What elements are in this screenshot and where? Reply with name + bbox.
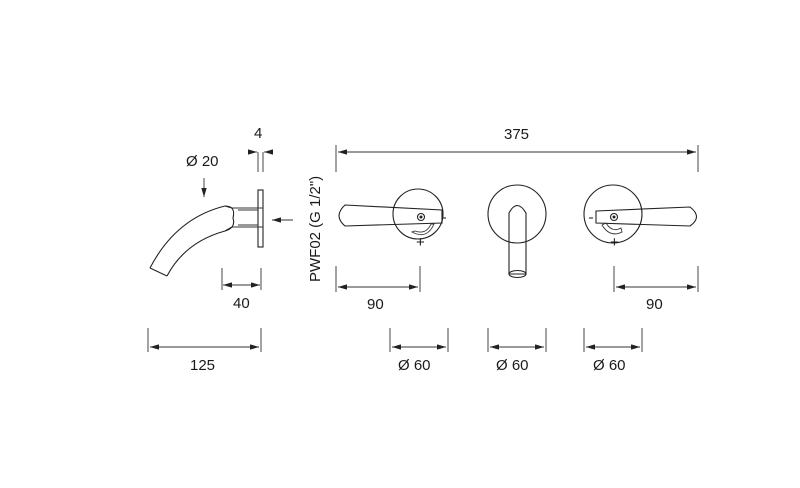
overall-width-dimension: [335, 145, 699, 172]
dim-spout-diameter: Ø 20: [186, 153, 219, 170]
left-offset-dimension: [335, 266, 421, 292]
plate-diameter-dimensions: [389, 328, 643, 352]
model-code-label: PWF02 (G 1/2"): [307, 176, 324, 282]
plus-mark: +: [416, 234, 425, 251]
dim-spout-projection: 125: [190, 357, 215, 374]
dim-spout-depth: 40: [233, 295, 250, 312]
dim-left-offset: 90: [367, 296, 384, 313]
dim-left-plate: Ø 60: [398, 357, 431, 374]
wall-plate: [257, 189, 264, 248]
dim-right-plate: Ø 60: [593, 357, 626, 374]
plus-mark-right: +: [610, 234, 619, 251]
side-view-spout: [147, 149, 293, 352]
dim-plate-thickness: 4: [254, 125, 262, 142]
dim-right-offset: 90: [646, 296, 663, 313]
left-mixer-handle: +: [338, 188, 446, 251]
spout-outline-top: [149, 205, 226, 269]
spout-outline-bottom: [166, 230, 226, 277]
right-mixer-handle: +: [583, 184, 698, 251]
dim-center-plate: Ø 60: [496, 357, 529, 374]
dim-overall-width: 375: [504, 126, 529, 143]
front-spout: [487, 184, 547, 279]
right-offset-dimension: [613, 266, 699, 292]
